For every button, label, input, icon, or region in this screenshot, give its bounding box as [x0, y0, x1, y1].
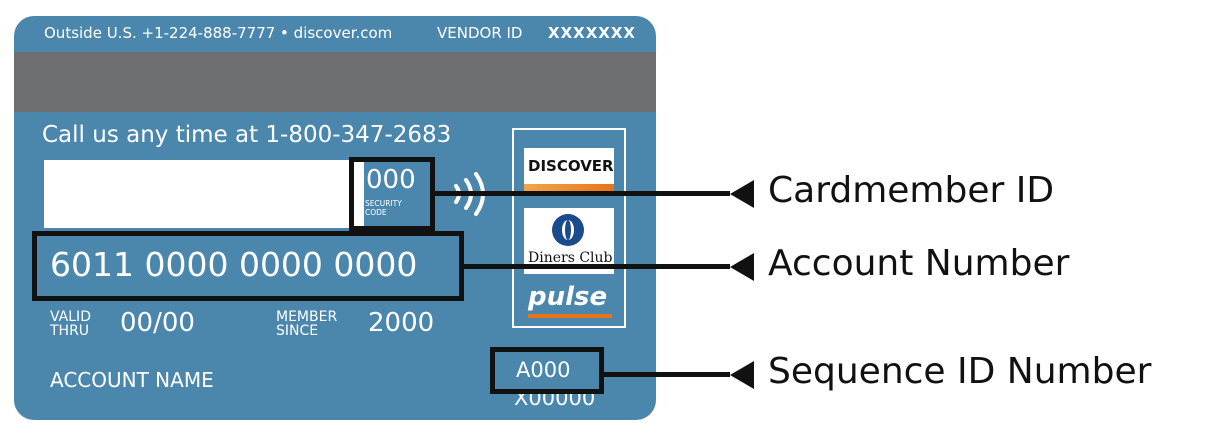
sequence-id-connector [604, 372, 730, 377]
valid-thru-value: 00/00 [120, 308, 195, 338]
sequence-id-arrow-icon [730, 361, 754, 389]
diners-club-logo: Diners Club [524, 208, 614, 274]
valid-thru-label-line1: VALID [50, 309, 91, 325]
security-code-value: 000 [366, 165, 416, 195]
member-since-label-line2: SINCE [276, 323, 319, 339]
account-number-connector [464, 264, 730, 269]
sequence-id-highlight-box [490, 347, 604, 394]
diners-club-icon [552, 214, 584, 246]
member-since-label-line1: MEMBER [276, 309, 338, 325]
discover-logo: DISCOVER [524, 148, 614, 192]
sequence-id-callout: Sequence ID Number [768, 351, 1152, 392]
contact-info: Outside U.S. +1-224-888-7777 • discover.… [44, 24, 393, 42]
security-code-label-line2: CODE [365, 208, 387, 217]
account-name: ACCOUNT NAME [50, 368, 214, 392]
account-number-callout: Account Number [768, 243, 1070, 284]
valid-thru-label: VALID THRU [50, 310, 91, 338]
cardmember-id-arrow-icon [730, 180, 754, 208]
member-since-value: 2000 [368, 308, 435, 338]
security-code-label: SECURITY CODE [365, 199, 402, 217]
cardmember-id-highlight-box [349, 157, 435, 231]
vendor-id-value: XXXXXXX [548, 24, 636, 42]
network-logos-panel: DISCOVER Diners Club pulse [512, 128, 626, 328]
pulse-logo-underline [528, 314, 612, 318]
card-top-line: Outside U.S. +1-224-888-7777 • discover.… [14, 16, 656, 50]
cardmember-id-callout: Cardmember ID [768, 170, 1055, 211]
account-number-arrow-icon [730, 253, 754, 281]
account-number-highlight-box [32, 231, 464, 301]
account-number: 6011 0000 0000 0000 [50, 245, 418, 284]
valid-thru-label-line2: THRU [50, 323, 90, 339]
security-code-label-line1: SECURITY [365, 199, 402, 208]
card-back: Outside U.S. +1-224-888-7777 • discover.… [14, 16, 656, 420]
discover-logo-bar [524, 184, 614, 192]
diners-club-text: Diners Club [528, 250, 613, 266]
signature-panel [44, 160, 364, 228]
magnetic-stripe [14, 52, 656, 112]
call-us-text: Call us any time at 1-800-347-2683 [42, 122, 452, 148]
cardmember-id-connector [435, 191, 730, 196]
pulse-logo: pulse [528, 282, 608, 312]
sequence-id-value: A000 [516, 358, 571, 382]
member-since-label: MEMBER SINCE [276, 310, 337, 338]
vendor-id-label: VENDOR ID [437, 24, 523, 42]
discover-logo-text: DISCOVER [528, 157, 614, 175]
